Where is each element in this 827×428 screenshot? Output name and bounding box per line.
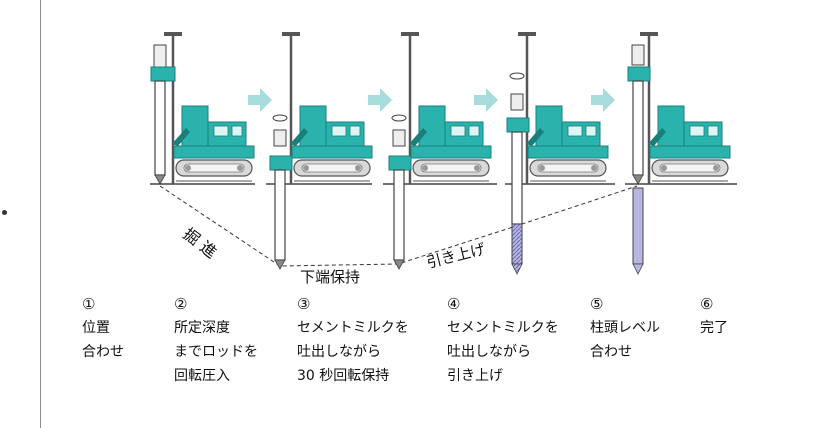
step-line: 30 秒回転保持 (297, 368, 390, 384)
label-bottom-hold: 下端保持 (300, 268, 360, 286)
step-5: ⑤ 柱頭レベル 合わせ (590, 292, 660, 364)
step-line: 柱頭レベル (590, 320, 660, 336)
diagram-frame (40, 0, 827, 428)
machine-stage-3 (388, 32, 492, 270)
arrow-icon (248, 88, 615, 112)
step-3: ③ セメントミルクを 吐出しながら 30 秒回転保持 (297, 292, 409, 388)
label-excavation: 掘 進 (180, 224, 221, 262)
step-line: 所定深度 (174, 320, 230, 336)
step-line: までロッドを (174, 344, 258, 360)
step-line: 完了 (700, 320, 728, 336)
step-line: 回転圧入 (174, 368, 230, 384)
machine-stage-5 (627, 32, 731, 275)
step-line: 合わせ (590, 344, 632, 360)
step-number: ④ (447, 295, 461, 313)
step-number: ② (174, 295, 188, 313)
step-line: 引き上げ (447, 368, 503, 384)
step-4: ④ セメントミルクを 吐出しながら 引き上げ (447, 292, 559, 388)
label-pull-up: 引き上げ (425, 240, 488, 272)
step-line: 位置 (82, 320, 110, 336)
machine-stage-1 (150, 32, 255, 185)
step-line: セメントミルクを (447, 320, 559, 336)
step-line: 吐出しながら (447, 344, 531, 360)
machine-stage-2 (269, 32, 373, 270)
step-line: 合わせ (82, 344, 124, 360)
step-1: ① 位置 合わせ (82, 292, 124, 364)
step-number: ⑥ (700, 295, 714, 313)
step-number: ⑤ (590, 295, 604, 313)
step-6: ⑥ 完了 (700, 292, 728, 340)
step-number: ③ (297, 295, 311, 313)
bullet-dot (2, 210, 7, 215)
step-line: セメントミルクを (297, 320, 409, 336)
step-2: ② 所定深度 までロッドを 回転圧入 (174, 292, 258, 388)
step-number: ① (82, 295, 96, 313)
step-line: 吐出しながら (297, 344, 381, 360)
machine-stage-4 (506, 32, 609, 275)
